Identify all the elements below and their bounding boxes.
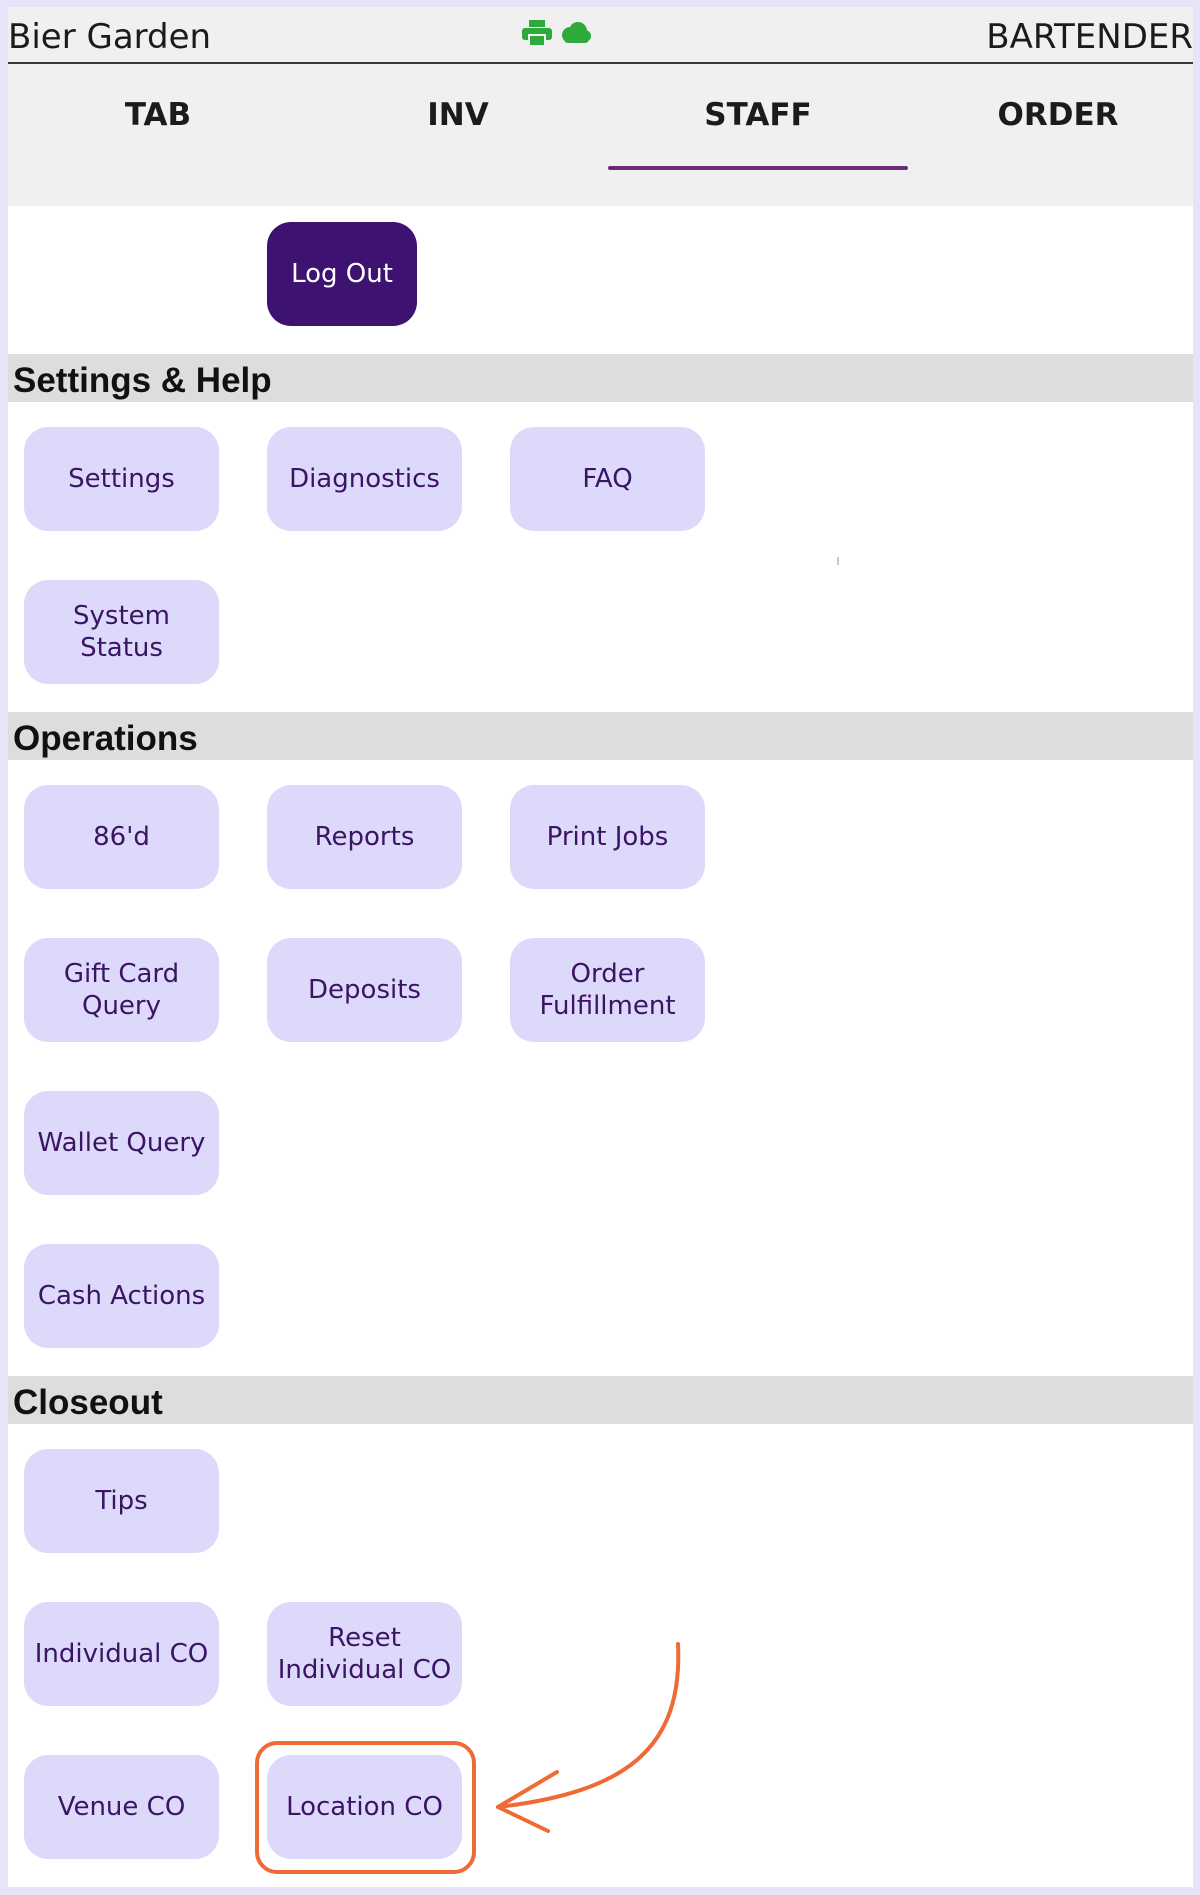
cash-actions-button[interactable]: Cash Actions [24, 1244, 219, 1348]
status-indicators [521, 19, 592, 49]
section-closeout: Closeout [8, 1376, 1193, 1424]
tab-order[interactable]: ORDER [997, 97, 1119, 133]
print-jobs-button[interactable]: Print Jobs [510, 785, 705, 889]
tab-inv[interactable]: INV [427, 97, 489, 133]
highlight-box-location-co [255, 1741, 476, 1874]
printer-icon [521, 20, 558, 47]
divider-speck [837, 557, 839, 565]
wallet-query-button[interactable]: Wallet Query [24, 1091, 219, 1195]
system-status-button[interactable]: System Status [24, 580, 219, 684]
tips-button[interactable]: Tips [24, 1449, 219, 1553]
deposits-button[interactable]: Deposits [267, 938, 462, 1042]
order-fulfillment-button[interactable]: Order Fulfillment [510, 938, 705, 1042]
individual-co-button[interactable]: Individual CO [24, 1602, 219, 1706]
gift-card-query-button[interactable]: Gift Card Query [24, 938, 219, 1042]
location-co-button[interactable]: Location CO [267, 1755, 462, 1859]
86d-button[interactable]: 86'd [24, 785, 219, 889]
tab-staff[interactable]: STAFF [608, 64, 908, 170]
reset-individual-co-button[interactable]: Reset Individual CO [267, 1602, 462, 1706]
app-window: Bier Garden BARTENDER TAB INV [8, 7, 1193, 1887]
log-out-button[interactable]: Log Out [267, 222, 417, 326]
settings-button[interactable]: Settings [24, 427, 219, 531]
section-settings-help: Settings & Help [8, 354, 1193, 402]
diagnostics-button[interactable]: Diagnostics [267, 427, 462, 531]
reports-button[interactable]: Reports [267, 785, 462, 889]
venue-co-button[interactable]: Venue CO [24, 1755, 219, 1859]
tab-tab[interactable]: TAB [124, 97, 192, 133]
top-bar: Bier Garden BARTENDER [8, 7, 1193, 64]
section-operations: Operations [8, 712, 1193, 760]
main-tabs: TAB INV STAFF ORDER [8, 64, 1193, 206]
faq-button[interactable]: FAQ [510, 427, 705, 531]
user-role: BARTENDER [986, 17, 1193, 57]
cloud-icon [558, 22, 592, 43]
venue-name: Bier Garden [8, 17, 212, 57]
